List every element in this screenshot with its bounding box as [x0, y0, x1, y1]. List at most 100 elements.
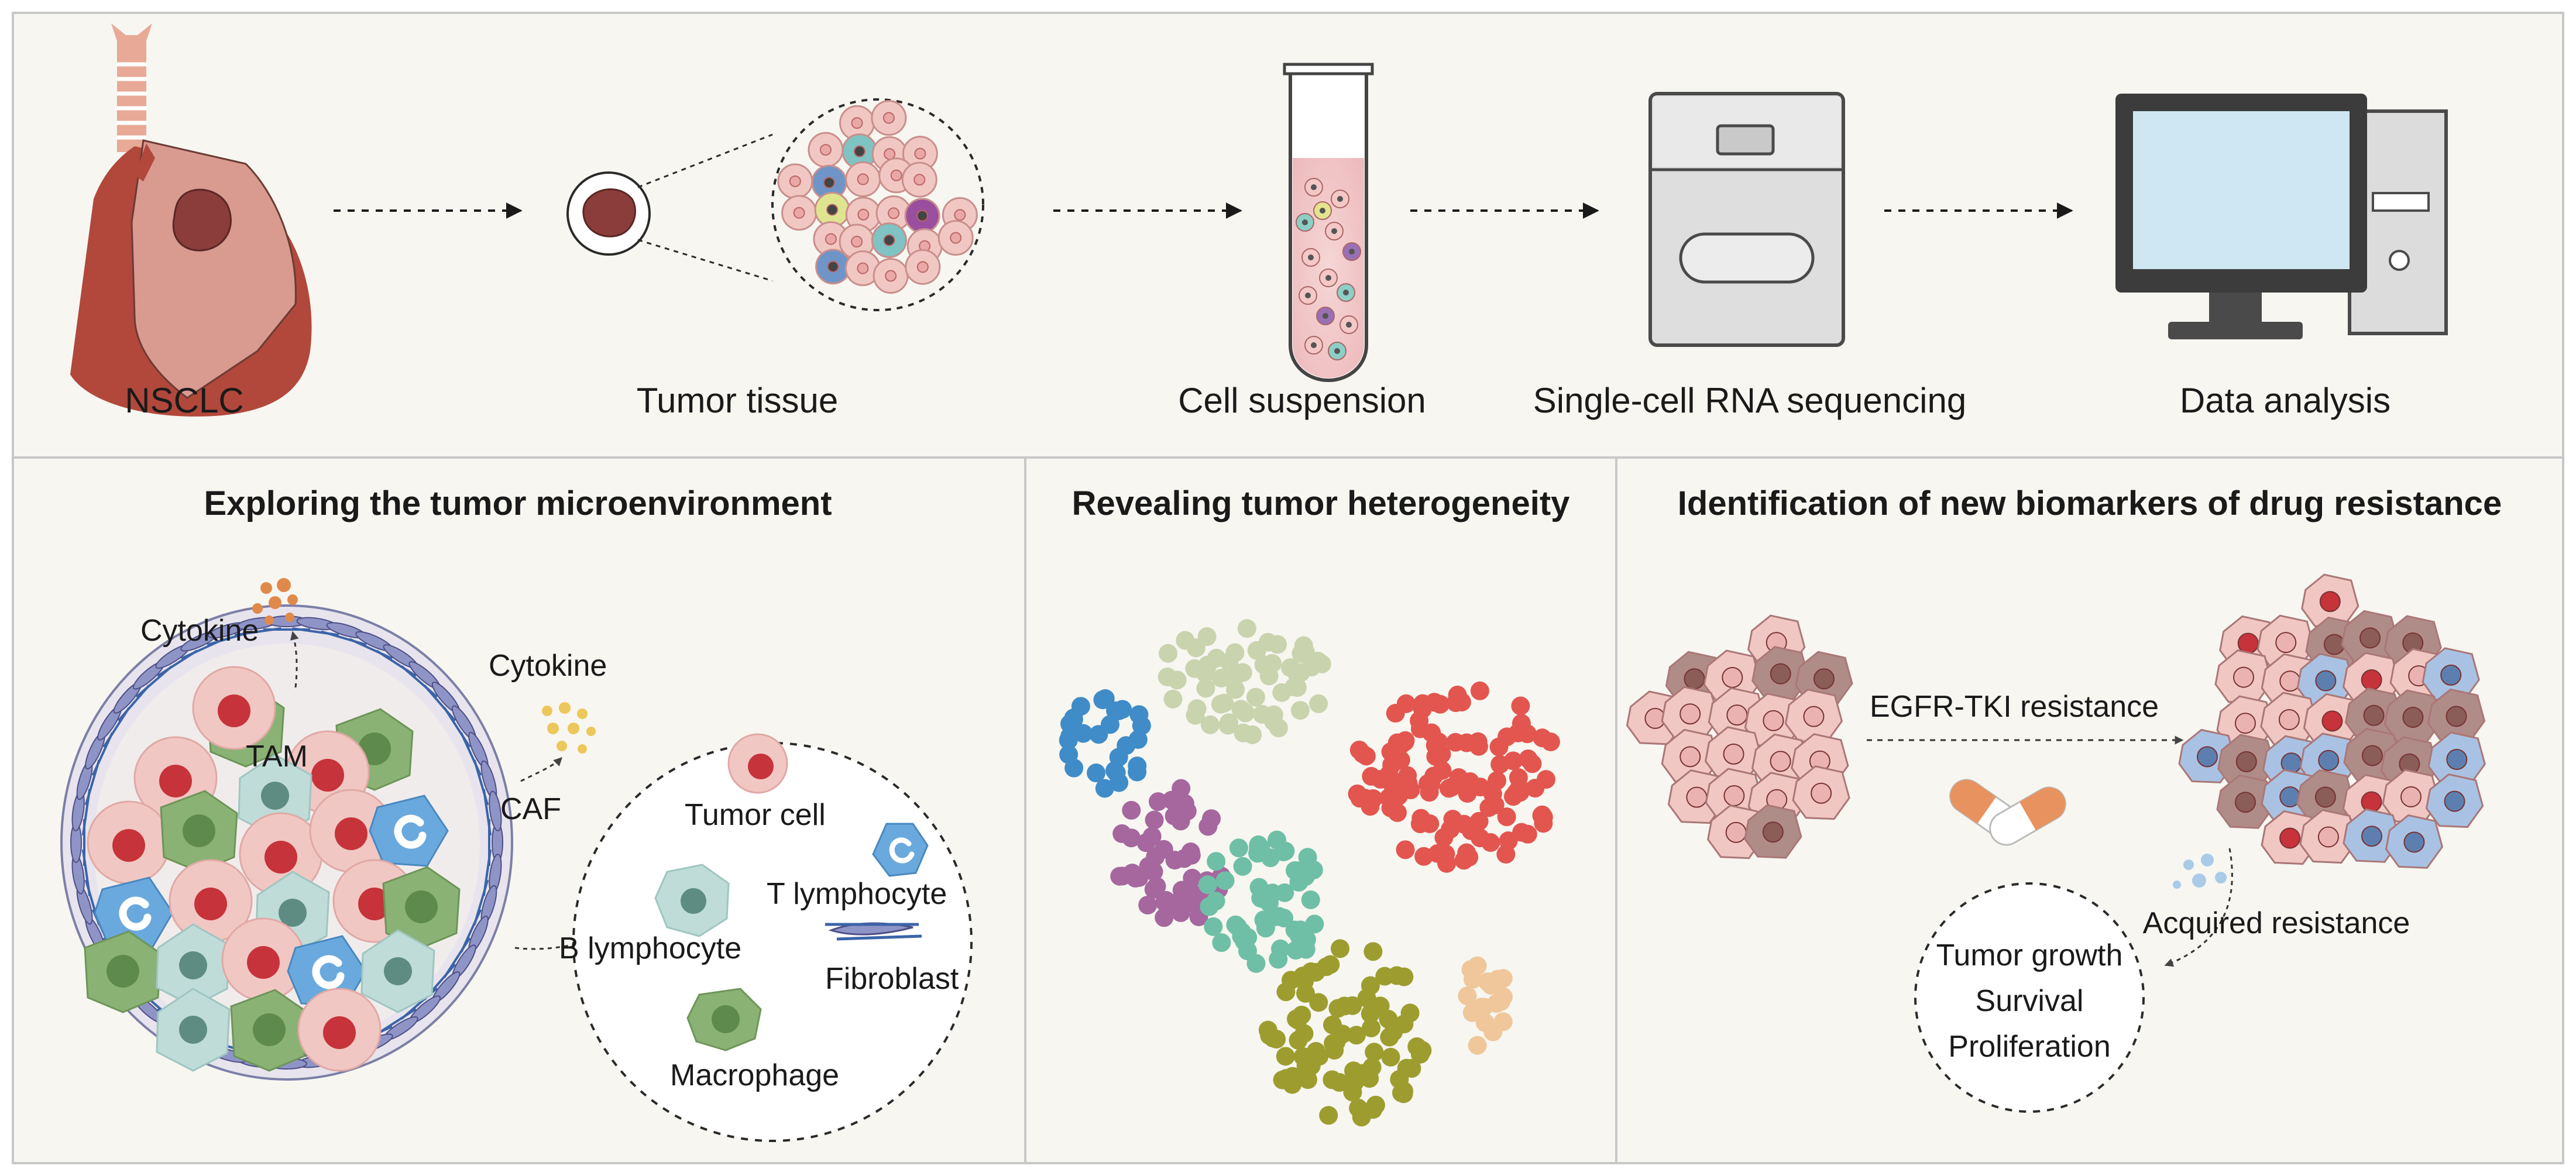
cluster-point [1481, 976, 1500, 995]
cluster-point [1276, 1047, 1295, 1066]
cluster-point [1362, 766, 1381, 786]
cancer-cell-nucleus [2400, 786, 2422, 807]
tumor-cell-nucleus [323, 1016, 356, 1049]
tissue-cell-nucleus [793, 207, 805, 219]
title-heterogeneity: Revealing tumor heterogeneity [1072, 484, 1570, 522]
tissue-cell-nucleus [857, 262, 869, 274]
step-label-nscl: NSCLC [125, 381, 243, 420]
cluster-point [1132, 716, 1151, 735]
tissue-cell-nucleus [825, 233, 837, 245]
cluster-point [1396, 770, 1416, 789]
cancer-cell-nucleus [1726, 704, 1748, 726]
legend-t-lymphocyte-icon [872, 823, 929, 877]
tissue-cell-nucleus [789, 175, 801, 187]
cluster-point [1211, 669, 1231, 688]
legend-arrow [514, 939, 586, 950]
cluster-point [1183, 868, 1202, 888]
cluster-point [1483, 784, 1502, 803]
cluster-point [1468, 1036, 1487, 1055]
cluster-point [1298, 848, 1317, 867]
cluster-point [1301, 1056, 1321, 1075]
tissue-cell-nucleus [916, 261, 929, 273]
cancer-cell-nucleus [2440, 664, 2462, 686]
cluster-point [1414, 847, 1434, 866]
cluster-point [1327, 1032, 1346, 1051]
tissue-cell-nucleus [890, 169, 902, 181]
cluster-point [1468, 956, 1487, 975]
cluster-point [1231, 700, 1251, 719]
cluster-point [1306, 962, 1325, 982]
cluster-point [1407, 1037, 1427, 1056]
cluster-point [1366, 1095, 1385, 1115]
cluster-point [1095, 779, 1114, 798]
tissue-cell-nucleus [851, 117, 863, 129]
cancer-cell-nucleus [2278, 709, 2300, 731]
cluster-point [1163, 689, 1183, 709]
cancer-cell-nucleus [1723, 743, 1744, 765]
cancer-cell-nucleus [2359, 627, 2381, 649]
cancer-cell-nucleus [1686, 786, 1708, 808]
cluster-point [1265, 907, 1284, 926]
cluster-point [1107, 763, 1126, 782]
cluster-point [1347, 1026, 1366, 1045]
cancer-cell-nucleus [2318, 749, 2340, 771]
cluster-point [1511, 696, 1530, 716]
tissue-cell-nucleus [916, 209, 929, 222]
tumor-cell-nucleus [218, 694, 250, 727]
suspended-cell-nucleus [1305, 293, 1311, 298]
cluster-point [1289, 1030, 1308, 1050]
cluster-point [1361, 976, 1380, 995]
cluster-point [1439, 779, 1458, 798]
tissue-cell-nucleus [954, 209, 966, 221]
cluster-point [1122, 828, 1141, 848]
cluster-point [1518, 824, 1537, 844]
cluster-point [1352, 1108, 1371, 1127]
cluster-point [1389, 786, 1409, 806]
suspended-cell-nucleus [1311, 184, 1317, 190]
cluster-point [1198, 817, 1218, 836]
b-lymphocyte-nucleus [179, 1016, 207, 1044]
cancer-cell-nucleus [2446, 706, 2467, 727]
tissue-cell-nucleus [888, 207, 900, 219]
legend-macrophage-icon [686, 988, 762, 1051]
cytokine-dots-top [252, 578, 298, 625]
cluster-point [1196, 679, 1215, 698]
cluster-point [1330, 1073, 1349, 1092]
cluster-point [1059, 745, 1079, 764]
cluster-point [1349, 740, 1369, 759]
tumor-cell-nucleus [112, 829, 145, 862]
cluster-point [1441, 820, 1460, 839]
t-lymphocyte [369, 795, 449, 867]
tumor-cell-nucleus [159, 765, 192, 797]
t-lymphocyte-nucleus [394, 814, 427, 849]
cluster-point [1431, 694, 1450, 714]
cancer-cell-nucleus [1684, 668, 1705, 690]
cancer-cell-nucleus [2233, 666, 2255, 688]
cancer-cell-nucleus [2196, 746, 2218, 768]
cluster-point [1186, 706, 1205, 725]
tissue-cell-nucleus [913, 174, 926, 186]
cluster-point [1126, 868, 1145, 888]
cluster-point [1165, 806, 1184, 826]
cluster-point [1258, 632, 1277, 652]
cluster-point [1387, 803, 1407, 822]
cluster-point [1508, 723, 1527, 742]
cluster-point [1362, 1058, 1382, 1077]
label-acquired-resistance: Acquired resistance [2143, 906, 2410, 940]
cluster-point [1215, 693, 1234, 713]
cluster-point [1386, 704, 1405, 723]
cancer-cell-nucleus [2235, 792, 2256, 813]
cluster-point [1469, 811, 1489, 831]
cluster-point [1395, 733, 1414, 752]
cancer-cell-nucleus [2361, 745, 2383, 766]
cluster-point [1379, 1009, 1398, 1029]
label-cytokine-top: Cytokine [140, 614, 259, 648]
cluster-point [1218, 716, 1238, 735]
test-tube-icon [1283, 63, 1374, 383]
tumor-cell-nucleus [335, 817, 367, 850]
cancer-cell-nucleus [2444, 790, 2465, 812]
cluster-point [1138, 895, 1158, 914]
cluster-point [1296, 984, 1316, 1003]
cluster-point [1291, 701, 1310, 720]
cluster-point [1286, 861, 1305, 880]
